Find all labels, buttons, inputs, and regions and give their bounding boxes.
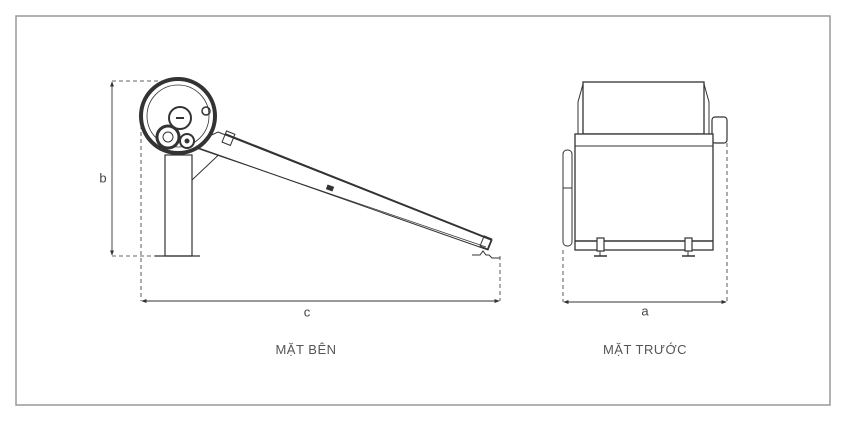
side-view-drawing [109, 77, 501, 304]
dimension-c-label: c [303, 304, 311, 320]
dimension-b-label: b [99, 170, 107, 186]
side-view-title: MẶT BÊN [275, 342, 337, 357]
front-view-drawing [562, 81, 728, 305]
front-view-title: MẶT TRƯỚC [602, 342, 688, 357]
frame-border [15, 15, 831, 406]
dimension-a-label: a [641, 303, 649, 319]
